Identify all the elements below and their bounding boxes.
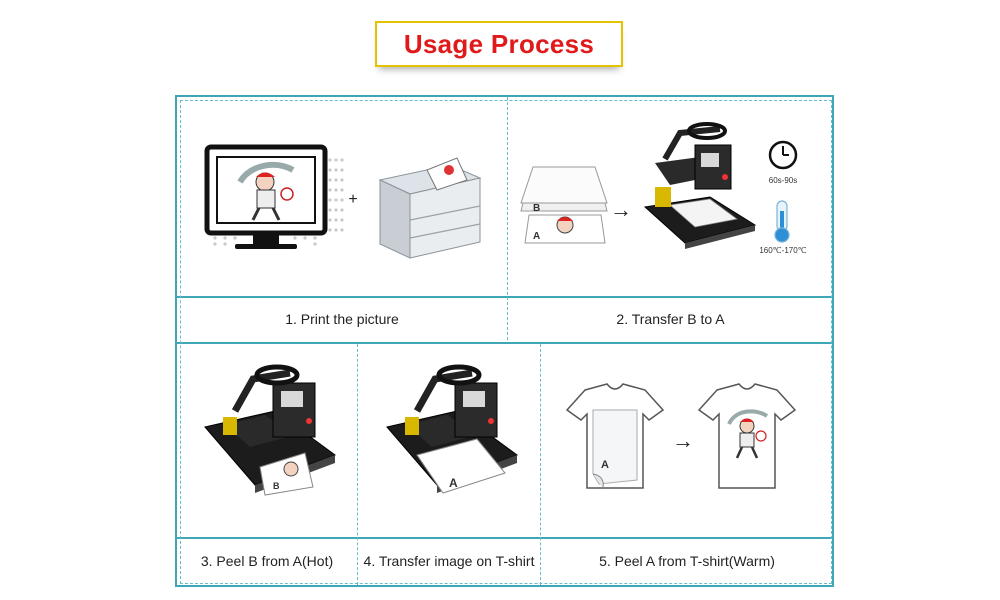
heat-press-icon: [386, 364, 519, 494]
page-title: Usage Process: [403, 28, 595, 59]
step-4-illustration: A: [386, 364, 519, 494]
step-1-caption: 1. Print the picture: [285, 311, 399, 327]
process-frame: [175, 95, 834, 587]
step-3-caption: 3. Peel B from A(Hot): [200, 553, 334, 569]
sheet-a-label: A: [601, 459, 609, 471]
arrow-icon: →: [672, 428, 694, 453]
thermometer-icon: [774, 200, 790, 243]
row-divider-middle: [176, 342, 833, 344]
row-divider-top: [176, 296, 833, 298]
sheet-b-label: B: [533, 203, 540, 214]
column-divider-bottom-2: [540, 344, 541, 585]
cartoon-picture-icon: [237, 161, 295, 221]
column-divider-top: [507, 97, 508, 340]
step-4-caption: 4. Transfer image on T-shirt: [363, 553, 535, 569]
plus-sign: +: [348, 191, 357, 208]
time-label: 60s-90s: [769, 176, 797, 185]
step-5-illustration: A →: [565, 383, 797, 489]
printer-icon: [378, 157, 482, 259]
step-2-caption: 2. Transfer B to A: [616, 311, 725, 327]
halftone-dots: [213, 158, 344, 246]
arrow-icon: →: [610, 197, 632, 222]
clock-icon: [768, 140, 798, 170]
temperature-label: 160℃-170℃: [759, 246, 806, 255]
step-2-illustration: B A → 60s-90s 160℃-170℃: [520, 122, 807, 255]
sheet-a-label: A: [533, 231, 540, 242]
inner-dashed-outline: [180, 100, 832, 584]
title-box: Usage Process: [375, 21, 623, 67]
sheet-b-label: B: [273, 481, 280, 491]
sheet-a-label: A: [449, 476, 458, 490]
transfer-sheets-icon: [520, 166, 608, 244]
heat-press-icon: [643, 122, 757, 249]
column-divider-bottom-1: [357, 344, 358, 585]
step-5-caption: 5. Peel A from T-shirt(Warm): [599, 553, 775, 569]
step-3-illustration: B: [204, 364, 337, 496]
printed-tshirt-icon: [697, 383, 797, 489]
row-divider-bottom: [176, 537, 833, 539]
step-1-illustration: +: [204, 144, 482, 259]
tshirt-with-sheet-icon: [565, 383, 665, 489]
peeled-sheet-icon: [259, 452, 314, 496]
